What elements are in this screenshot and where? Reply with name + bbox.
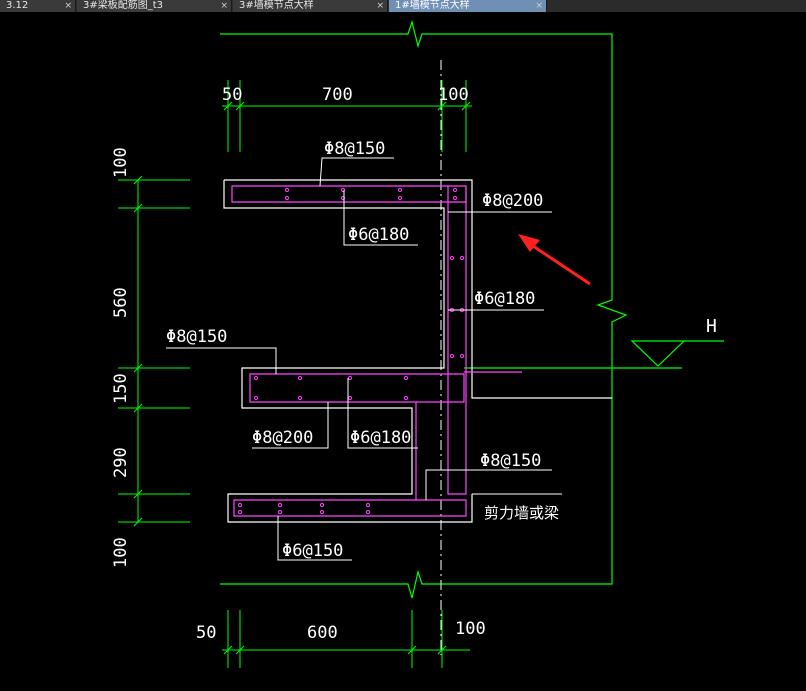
level-mark-label: H xyxy=(706,316,717,337)
label-shear-wall: 剪力墙或梁 xyxy=(484,504,559,522)
tab-2[interactable]: 3#梁板配筋图_t3 × xyxy=(77,0,232,12)
level-marker xyxy=(464,340,724,369)
dim-top-1: 50 xyxy=(222,85,242,105)
dim-left-3: 150 xyxy=(111,373,131,404)
dim-left-1: 100 xyxy=(111,147,131,178)
dim-left-4: 290 xyxy=(111,447,131,478)
tab-3[interactable]: 3#墙模节点大样 × xyxy=(233,0,388,12)
label-web-right: Φ6@180 xyxy=(474,289,535,309)
rebar xyxy=(231,185,522,517)
dim-top-2: 700 xyxy=(322,85,353,105)
dim-bottom-2: 600 xyxy=(307,623,338,643)
tab-2-label: 3#梁板配筋图_t3 xyxy=(83,0,164,11)
dim-bottom-3: 100 xyxy=(455,619,486,639)
label-top-stirrup: Φ8@200 xyxy=(482,191,543,211)
dim-top-3: 100 xyxy=(438,85,469,105)
label-top-flange: Φ8@150 xyxy=(324,139,385,159)
label-mid-bot1: Φ8@200 xyxy=(252,428,313,448)
label-mid-bot2: Φ6@180 xyxy=(350,428,411,448)
cad-drawing: H 50 700 100 xyxy=(111,19,724,668)
dim-top xyxy=(222,80,472,152)
dim-bottom xyxy=(222,610,470,668)
tab-1[interactable]: 3.12 × xyxy=(0,0,76,12)
label-mid-left: Φ8@150 xyxy=(166,327,227,347)
label-bot-right: Φ8@150 xyxy=(480,451,541,471)
close-icon[interactable]: × xyxy=(64,1,72,11)
tab-4[interactable]: 1#墙模节点大样 × xyxy=(389,0,547,12)
close-icon[interactable]: × xyxy=(535,1,543,11)
tab-1-label: 3.12 xyxy=(6,0,29,11)
leaders xyxy=(166,157,552,561)
close-icon[interactable]: × xyxy=(220,1,228,11)
dim-left xyxy=(118,175,190,527)
dim-left-2: 560 xyxy=(111,287,131,318)
red-arrow-annotation xyxy=(518,234,591,286)
dim-bottom-1: 50 xyxy=(196,623,216,643)
break-lines xyxy=(220,19,628,599)
dim-left-5: 100 xyxy=(111,537,131,568)
tab-4-label: 1#墙模节点大样 xyxy=(395,0,470,11)
tab-3-label: 3#墙模节点大样 xyxy=(239,0,314,11)
label-bot-flange: Φ6@150 xyxy=(282,541,343,561)
label-top-inner: Φ6@180 xyxy=(348,225,409,245)
tab-bar: 3.12 × 3#梁板配筋图_t3 × 3#墙模节点大样 × 1#墙模节点大样 … xyxy=(0,0,806,12)
close-icon[interactable]: × xyxy=(376,1,384,11)
section-outline xyxy=(223,179,612,523)
drawing-canvas[interactable]: H 50 700 100 xyxy=(0,12,806,687)
